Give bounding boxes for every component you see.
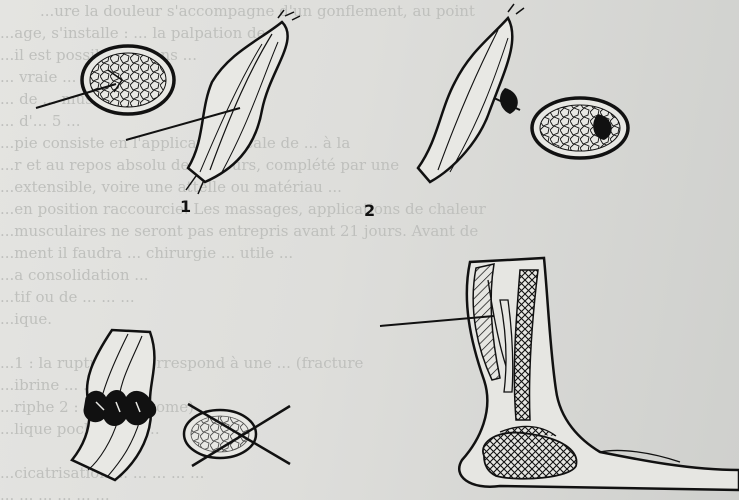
muscle-cross-section-2	[532, 98, 628, 158]
lower-leg-anatomy	[380, 258, 739, 490]
figure-label-1: 1	[180, 197, 191, 216]
crossed-out-cross-section	[184, 404, 290, 466]
muscle-cross-section-1	[36, 46, 174, 114]
muscle-longitudinal-2	[418, 4, 524, 182]
ruptured-muscle-illustration	[72, 330, 156, 480]
figure-label-2: 2	[364, 201, 375, 220]
